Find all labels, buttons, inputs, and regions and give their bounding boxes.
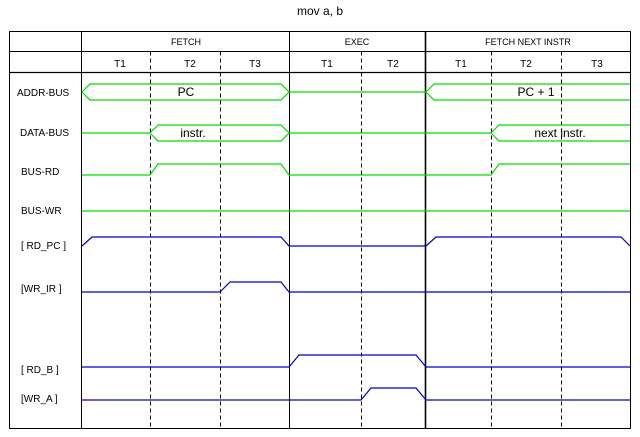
wr-ir-waveform	[82, 281, 630, 293]
phase-header-exec: EXEC	[345, 37, 370, 47]
phase-header-fetch: FETCH	[171, 37, 201, 47]
bus-signal-waveforms	[81, 83, 630, 212]
bus-rd-waveform	[82, 163, 630, 176]
signal-label-rd-b: [ RD_B ]	[21, 365, 59, 376]
signal-label-wr-a: [WR_A ]	[21, 394, 58, 405]
control-signal-waveforms	[81, 236, 631, 401]
rd-pc-waveform	[81, 236, 631, 247]
signal-label-bus-rd: BUS-RD	[21, 167, 59, 178]
addr-bus-value-next: PC + 1	[517, 85, 554, 99]
table-grid	[9, 31, 631, 429]
t-state-headers: T1 T2 T3 T1 T2 T1 T2 T3	[114, 59, 603, 70]
data-bus-value-instr: instr.	[180, 126, 205, 140]
addr-bus-value-pc: PC	[178, 85, 195, 99]
rd-b-waveform	[82, 354, 630, 368]
diagram-title: mov a, b	[297, 4, 343, 18]
t-state-label: T2	[520, 59, 532, 70]
signal-label-wr-ir: [WR_IR ]	[21, 284, 62, 295]
data-bus-instr-waveform	[149, 124, 290, 142]
data-bus-value-next: next instr.	[534, 126, 585, 140]
signal-label-rd-pc: [ RD_PC ]	[21, 241, 66, 252]
t-state-label: T1	[455, 59, 467, 70]
t-state-label: T2	[387, 59, 399, 70]
t-state-label: T2	[184, 59, 196, 70]
bus-value-labels: PC PC + 1 instr. next instr.	[178, 85, 586, 140]
signal-label-bus-wr: BUS-WR	[21, 206, 62, 217]
table-border	[9, 31, 631, 429]
t-state-label: T1	[114, 59, 126, 70]
signal-label-data-bus: DATA-BUS	[20, 128, 69, 139]
t-state-label: T1	[321, 59, 333, 70]
phase-header-fetch-next: FETCH NEXT INSTR	[485, 37, 571, 47]
wr-a-waveform	[82, 387, 630, 401]
data-bus-next-waveform	[490, 124, 630, 142]
signal-label-addr-bus: ADDR-BUS	[17, 88, 70, 99]
phase-headers: FETCH EXEC FETCH NEXT INSTR	[171, 37, 571, 47]
t-state-dividers	[150, 51, 562, 429]
addr-bus-next-waveform	[425, 83, 630, 101]
t-state-label: T3	[591, 59, 603, 70]
signal-labels: ADDR-BUS DATA-BUS BUS-RD BUS-WR [ RD_PC …	[17, 88, 70, 405]
t-state-label: T3	[249, 59, 261, 70]
